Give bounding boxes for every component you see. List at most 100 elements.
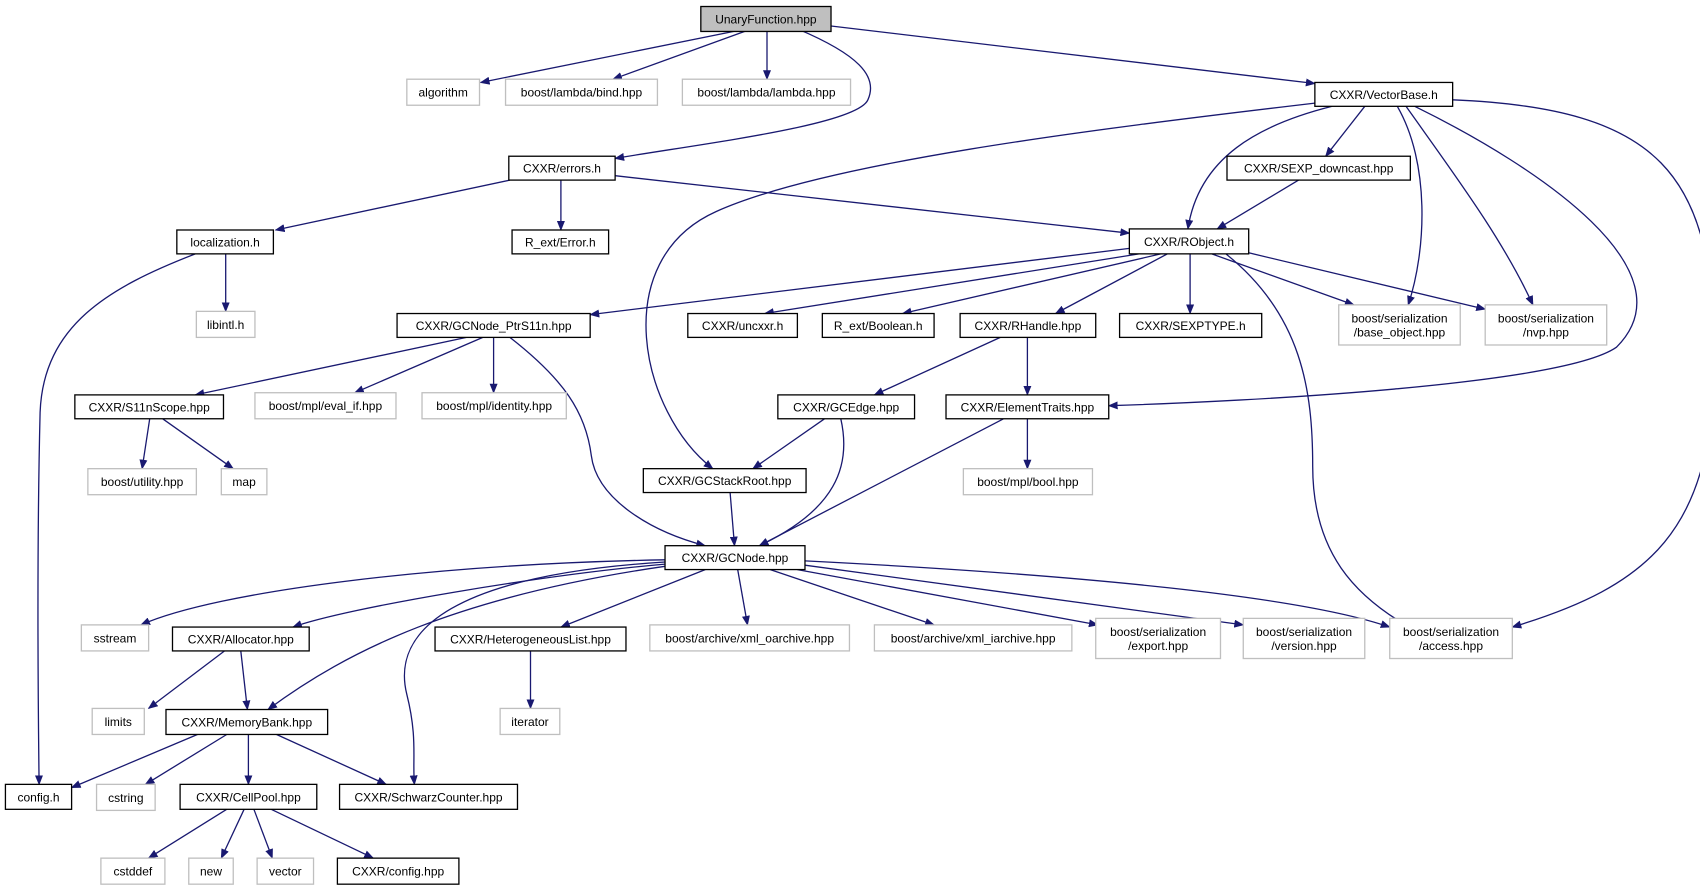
node-hetlist[interactable]: CXXR/HeterogeneousList.hpp — [434, 626, 627, 652]
edge-unary-to-vectorbase — [830, 25, 1316, 87]
edge-arrow — [1405, 105, 1534, 306]
node-uncxxr[interactable]: CXXR/uncxxr.h — [687, 312, 799, 339]
node-mplbool[interactable]: boost/mpl/bool.hpp — [962, 468, 1094, 496]
node-box — [91, 707, 145, 736]
node-label: map — [232, 475, 256, 489]
node-localization[interactable]: localization.h — [176, 229, 275, 255]
node-limits[interactable]: limits — [91, 707, 145, 736]
node-label: CXXR/SEXPTYPE.h — [1136, 319, 1246, 333]
node-vector[interactable]: vector — [256, 857, 315, 885]
node-box — [256, 857, 315, 885]
node-label: limits — [105, 715, 132, 729]
node-cstddef[interactable]: cstddef — [100, 857, 166, 885]
node-errors[interactable]: CXXR/errors.h — [508, 155, 616, 181]
edge-arrow — [752, 418, 825, 470]
node-box — [508, 155, 616, 181]
node-xmloarchive[interactable]: boost/archive/xml_oarchive.hpp — [649, 624, 851, 652]
edge-arrow — [70, 733, 198, 789]
node-identity[interactable]: boost/mpl/identity.hpp — [421, 392, 567, 420]
node-elemtraits[interactable]: CXXR/ElementTraits.hpp — [945, 394, 1110, 420]
node-label: CXXR/GCEdge.hpp — [793, 400, 899, 414]
node-box — [188, 857, 234, 885]
node-memorybank[interactable]: CXXR/MemoryBank.hpp — [165, 708, 329, 736]
node-label: /access.hpp — [1419, 639, 1483, 653]
node-label: cstring — [108, 791, 143, 805]
node-export[interactable]: boost/serialization/export.hpp — [1095, 617, 1222, 660]
node-box — [176, 229, 275, 255]
node-box — [434, 626, 627, 652]
node-label: UnaryFunction.hpp — [715, 12, 817, 26]
node-box — [504, 78, 659, 106]
node-label: /nvp.hpp — [1523, 325, 1569, 339]
node-vectorbase[interactable]: CXXR/VectorBase.h — [1314, 81, 1454, 107]
node-iterator[interactable]: iterator — [499, 707, 561, 736]
node-sexpdown[interactable]: CXXR/SEXP_downcast.hpp — [1226, 155, 1411, 181]
node-rhandle[interactable]: CXXR/RHandle.hpp — [959, 312, 1097, 339]
edge-vectorbase-to-sexpdown — [1325, 105, 1366, 157]
edge-localization-to-configh — [34, 253, 196, 786]
edge-rhandle-to-gcedge — [873, 336, 1001, 396]
node-label: CXXR/SchwarzCounter.hpp — [354, 790, 502, 804]
node-xmliarchive[interactable]: boost/archive/xml_iarchive.hpp — [873, 624, 1073, 652]
node-ptrs11n[interactable]: CXXR/GCNode_PtrS11n.hpp — [396, 312, 591, 339]
node-algorithm[interactable]: algorithm — [406, 78, 481, 106]
node-box — [87, 468, 198, 496]
node-label: CXXR/GCNode_PtrS11n.hpp — [416, 319, 572, 333]
edge-arrow — [737, 569, 750, 626]
node-bind[interactable]: boost/lambda/bind.hpp — [504, 78, 659, 106]
node-box — [179, 783, 318, 810]
node-box — [664, 545, 806, 571]
node-version[interactable]: boost/serialization/version.hpp — [1242, 617, 1366, 660]
edge-vectorbase-to-gcstackroot — [645, 102, 1315, 470]
node-robject[interactable]: CXXR/RObject.h — [1128, 228, 1250, 255]
node-rerror[interactable]: R_ext/Error.h — [511, 229, 610, 255]
edge-arrow — [291, 563, 666, 628]
edge-gcnode-to-xmliarchive — [770, 568, 936, 626]
node-gcstackroot[interactable]: CXXR/GCStackRoot.hpp — [642, 468, 807, 494]
node-map[interactable]: map — [220, 468, 268, 496]
node-label: CXXR/SEXP_downcast.hpp — [1244, 162, 1394, 176]
edge-memorybank-to-configh — [70, 733, 198, 789]
node-box — [821, 312, 935, 339]
node-new[interactable]: new — [188, 857, 234, 885]
node-configxxr[interactable]: CXXR/config.hpp — [336, 857, 460, 885]
edge-arrow — [147, 650, 225, 710]
edge-vectorbase-to-nvp — [1405, 105, 1534, 306]
node-box — [74, 394, 225, 420]
node-label: CXXR/CellPool.hpp — [196, 790, 301, 804]
node-configh[interactable]: config.h — [4, 783, 73, 810]
node-box — [1226, 155, 1411, 181]
node-allocator[interactable]: CXXR/Allocator.hpp — [171, 626, 310, 652]
node-s11nscope[interactable]: CXXR/S11nScope.hpp — [74, 394, 225, 420]
node-label: CXXR/GCNode.hpp — [682, 551, 789, 565]
node-gcnode[interactable]: CXXR/GCNode.hpp — [664, 545, 806, 571]
node-evalif[interactable]: boost/mpl/eval_if.hpp — [254, 392, 397, 420]
edge-arrow — [274, 179, 511, 233]
node-label: boost/archive/xml_iarchive.hpp — [891, 631, 1056, 645]
node-box — [195, 310, 256, 339]
node-boolean[interactable]: R_ext/Boolean.h — [821, 312, 935, 339]
node-box — [687, 312, 799, 339]
node-unary[interactable]: UnaryFunction.hpp — [700, 5, 832, 33]
edge-arrow — [1452, 99, 1700, 629]
node-lambda[interactable]: boost/lambda/lambda.hpp — [681, 78, 852, 106]
node-baseobject[interactable]: boost/serialization/base_object.hpp — [1338, 304, 1461, 346]
node-gcedge[interactable]: CXXR/GCEdge.hpp — [777, 394, 916, 420]
node-sstream[interactable]: sstream — [80, 624, 150, 652]
edge-cellpool-to-cstddef — [147, 808, 228, 859]
node-access[interactable]: boost/serialization/access.hpp — [1389, 617, 1513, 660]
node-sexptype[interactable]: CXXR/SEXPTYPE.h — [1118, 312, 1263, 339]
node-cellpool[interactable]: CXXR/CellPool.hpp — [179, 783, 318, 810]
node-cstring[interactable]: cstring — [95, 783, 156, 812]
node-libintl[interactable]: libintl.h — [195, 310, 256, 339]
node-box — [338, 783, 519, 810]
node-label: CXXR/HeterogeneousList.hpp — [450, 632, 611, 646]
edge-arrow — [1225, 253, 1411, 628]
edge-arrow — [403, 561, 666, 786]
node-box — [1389, 617, 1513, 660]
node-label: config.h — [17, 790, 59, 804]
node-nvp[interactable]: boost/serialization/nvp.hpp — [1484, 304, 1608, 346]
node-utility[interactable]: boost/utility.hpp — [87, 468, 198, 496]
edge-arrow — [276, 733, 388, 785]
node-schwarz[interactable]: CXXR/SchwarzCounter.hpp — [338, 783, 519, 810]
